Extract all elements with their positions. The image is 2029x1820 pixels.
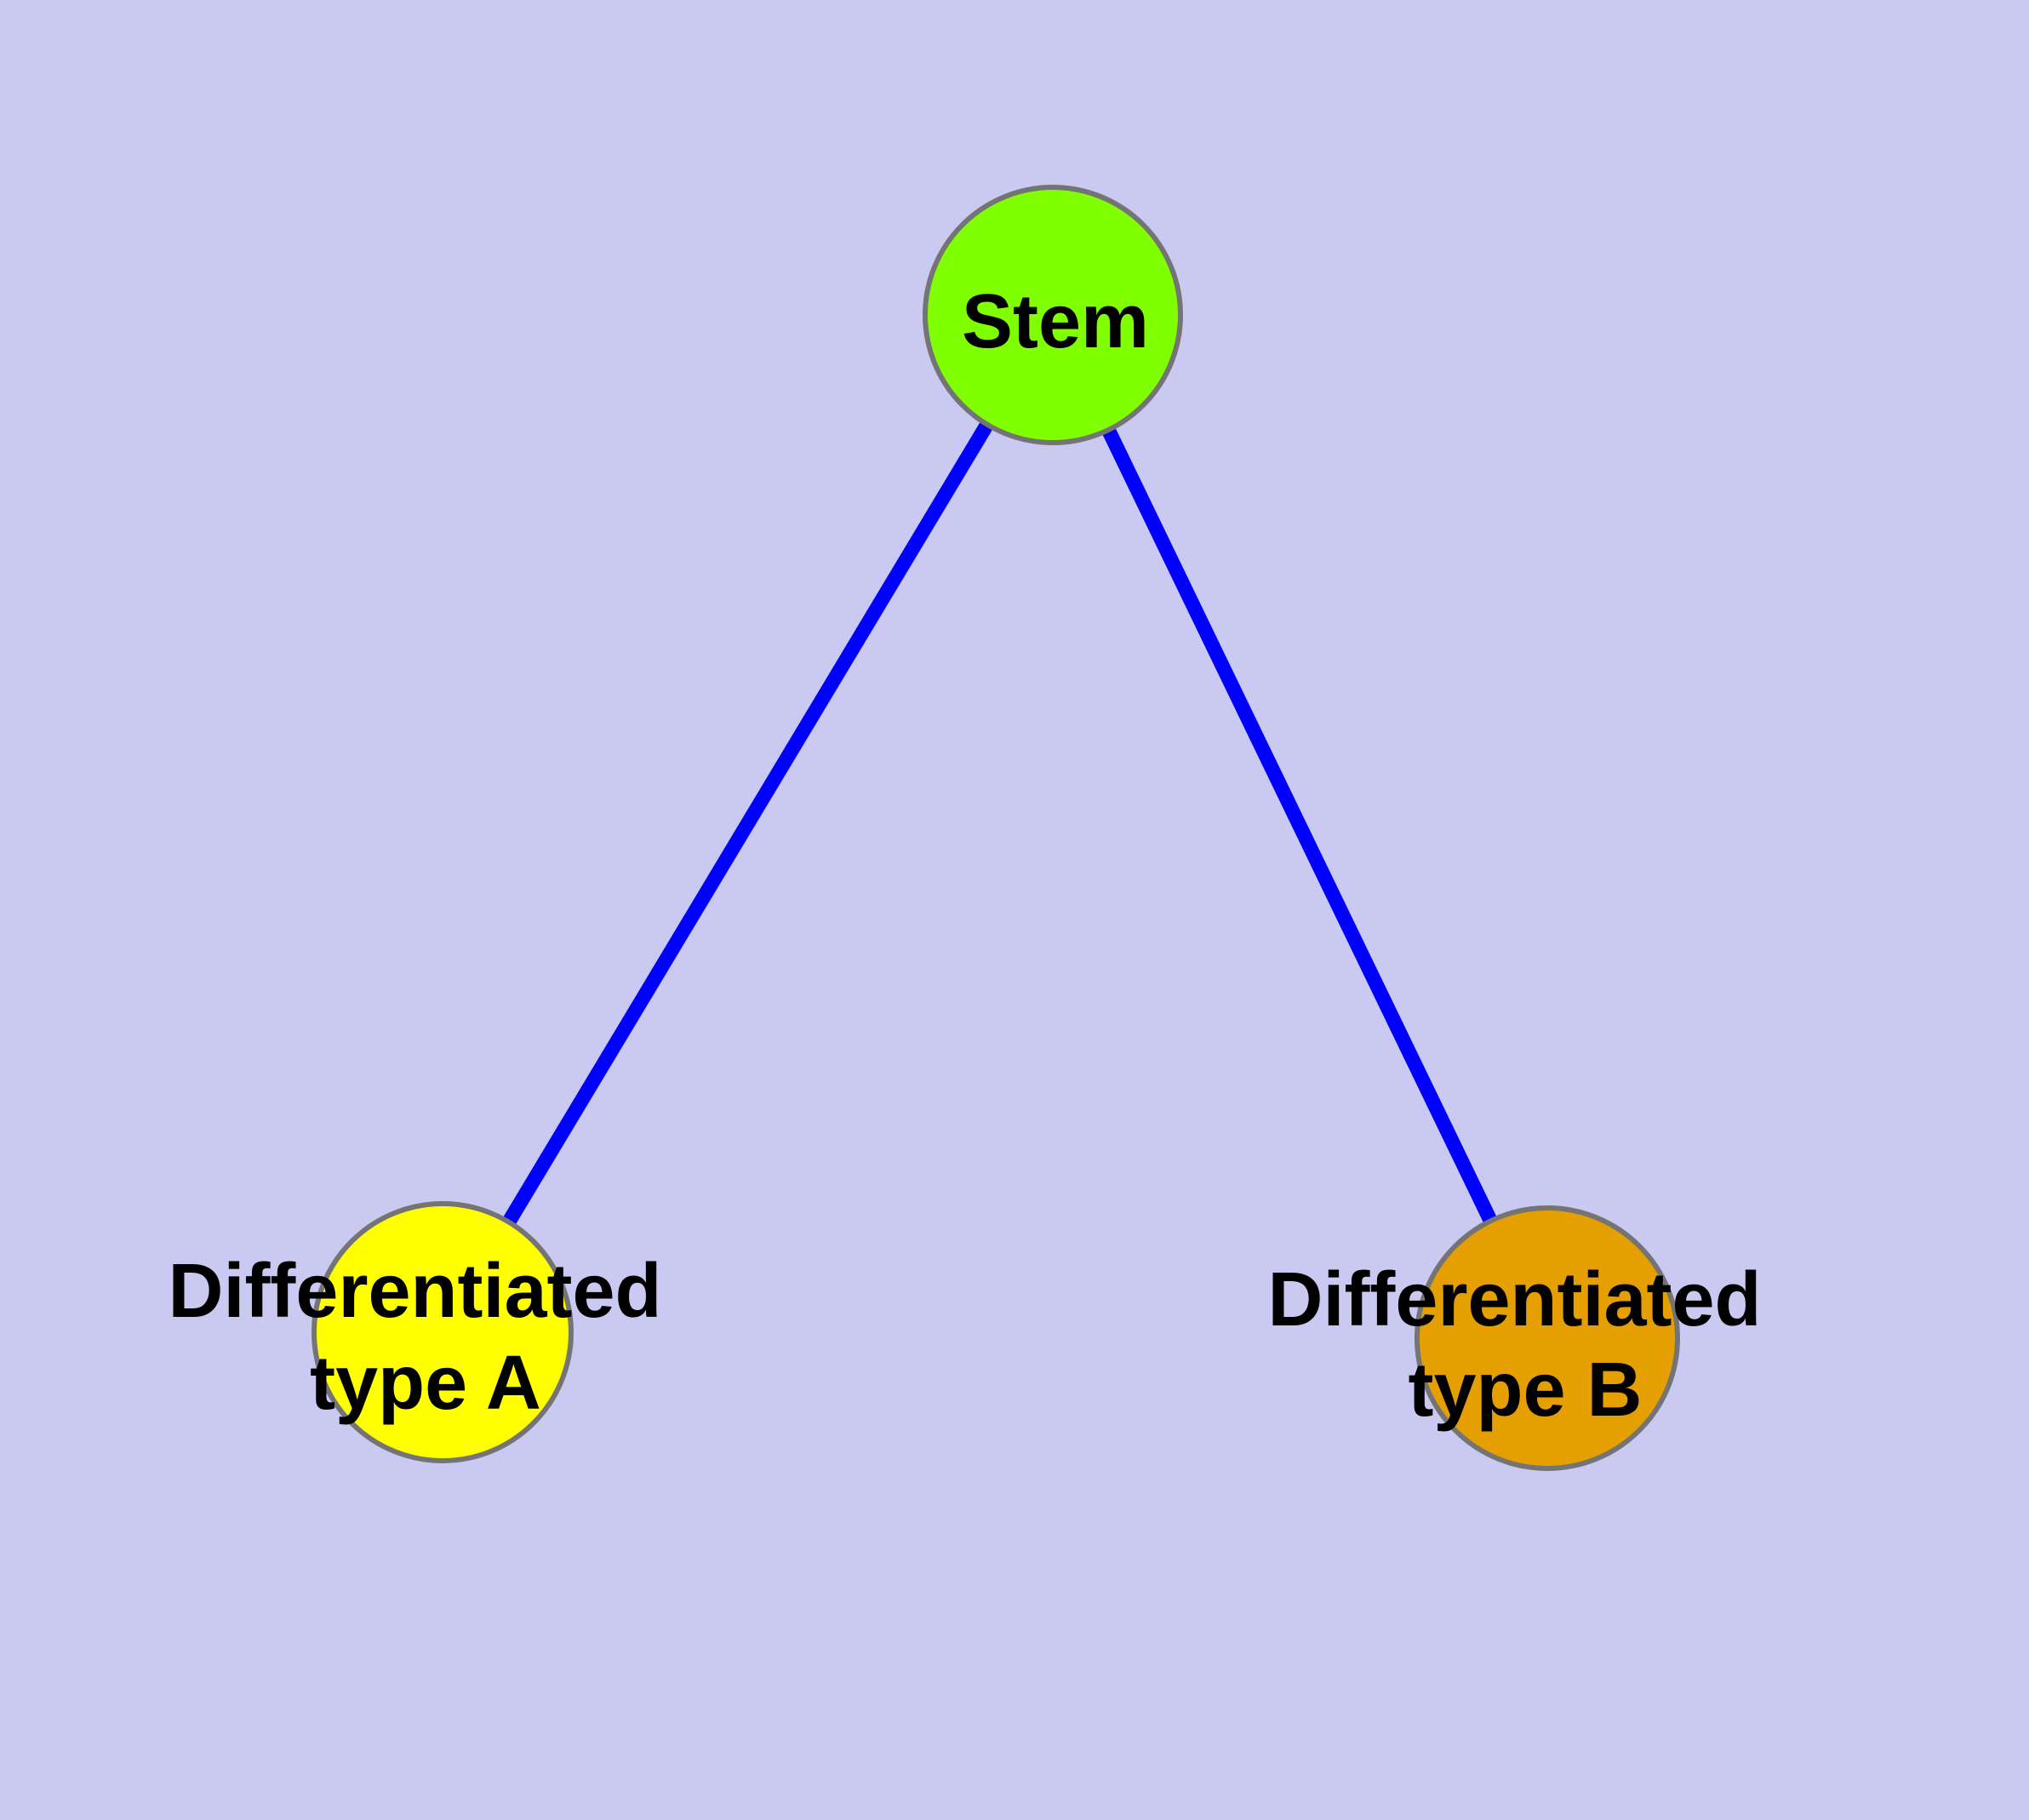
node-differentiated-type-a [311, 1201, 574, 1463]
node-label-differentiated-type-b: Differentiated type B [1267, 1257, 1782, 1433]
node-label-stem: Stem [962, 279, 1149, 364]
node-differentiated-type-b [1415, 1205, 1680, 1471]
node-label-type-b-line1: Differentiated [1267, 1257, 1761, 1342]
node-label-type-a-line2: type A [310, 1341, 541, 1426]
edge-stem-to-type-b [1046, 312, 1554, 1342]
node-stem [923, 185, 1183, 445]
node-label-differentiated-type-a: Differentiated type A [168, 1249, 683, 1426]
edge-stem-to-type-a [436, 311, 1060, 1336]
node-label-type-a-line1: Differentiated [168, 1249, 661, 1334]
node-label-type-b-line2: type B [1408, 1348, 1642, 1433]
